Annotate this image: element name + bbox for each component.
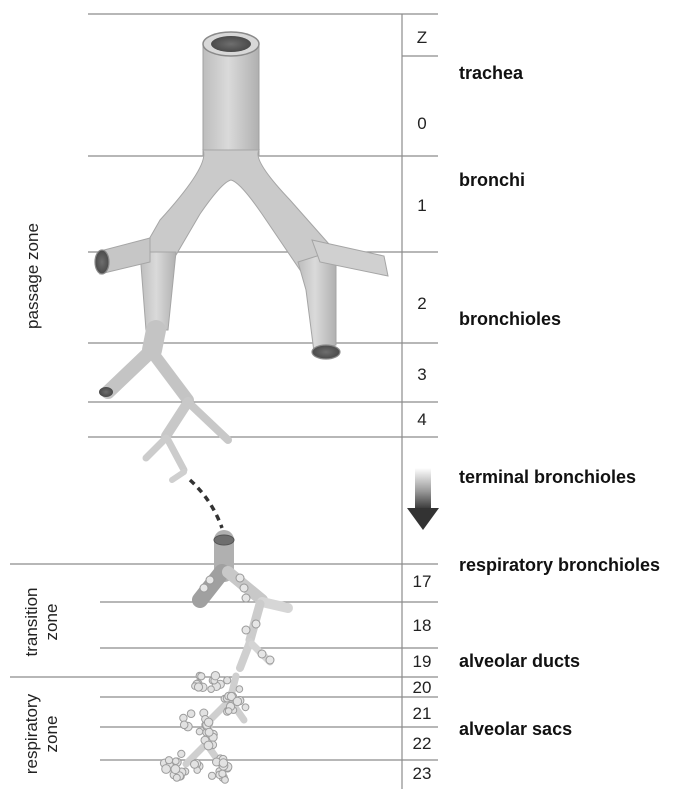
alveolus <box>194 683 202 691</box>
transition-airways <box>200 540 288 668</box>
alveolus <box>173 774 180 781</box>
down-arrow <box>407 468 439 530</box>
label-terminal-bronchioles: terminal bronchioles <box>459 467 636 488</box>
alveolus <box>204 718 212 726</box>
label-alveolar-ducts: alveolar ducts <box>459 651 580 672</box>
zone-passage: passage zone <box>23 223 43 329</box>
label-respiratory-bronchioles: respiratory bronchioles <box>459 555 660 576</box>
alveolus <box>187 710 195 718</box>
generation-22: 22 <box>402 734 442 754</box>
resp-bronchiole-opening <box>214 535 234 545</box>
alveolus <box>205 728 213 736</box>
alveolus <box>219 759 227 767</box>
generation-21: 21 <box>402 704 442 724</box>
generation-2: 2 <box>402 294 442 314</box>
generation-20: 20 <box>402 678 442 698</box>
generation-23: 23 <box>402 764 442 784</box>
bronchioles-branches <box>108 330 228 480</box>
label-trachea: trachea <box>459 63 523 84</box>
alveolus <box>233 697 241 705</box>
alveolus <box>208 772 215 779</box>
generation-column-header: Z <box>402 28 442 48</box>
generation-18: 18 <box>402 616 442 636</box>
alveolus <box>204 741 213 750</box>
alveolus <box>180 721 188 729</box>
alveolus <box>242 704 249 711</box>
alveolus <box>165 757 172 764</box>
alveolus <box>178 750 185 757</box>
alveolus <box>162 765 171 774</box>
alveolus <box>198 673 205 680</box>
alveolus <box>219 770 226 777</box>
generation-3: 3 <box>402 365 442 385</box>
label-bronchi: bronchi <box>459 170 525 191</box>
zone-respiratory: respiratory zone <box>22 694 62 774</box>
continuation-dashes <box>190 480 222 528</box>
generation-4: 4 <box>402 410 442 430</box>
alveolus <box>208 686 215 693</box>
label-alveolar-sacs: alveolar sacs <box>459 719 572 740</box>
alveolus <box>225 708 232 715</box>
alveolus <box>171 765 180 774</box>
alveolus <box>224 677 231 684</box>
label-bronchioles: bronchioles <box>459 309 561 330</box>
generation-0: 0 <box>402 114 442 134</box>
alveolus <box>196 728 203 735</box>
bronchiole-opening <box>99 387 113 397</box>
alveolus <box>211 672 219 680</box>
zone-transition: transition zone <box>22 588 62 657</box>
generation-1: 1 <box>402 196 442 216</box>
alveolus <box>173 758 180 765</box>
alveolus <box>236 686 243 693</box>
upper-airway <box>95 32 388 359</box>
alveolus <box>191 760 199 768</box>
generation-19: 19 <box>402 652 442 672</box>
generation-17: 17 <box>402 572 442 592</box>
